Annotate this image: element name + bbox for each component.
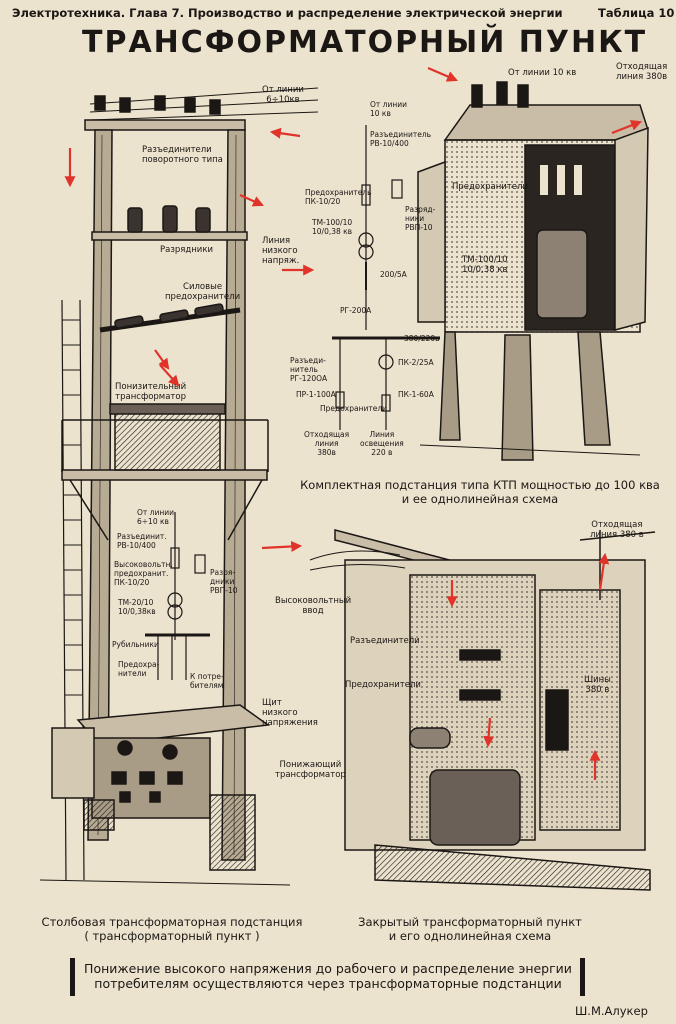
caption-closed-station: Закрытый трансформаторный пункт и его од…: [358, 915, 582, 943]
scheme2-fuses: Предохранители: [320, 404, 388, 413]
scheme1-hv-fuse: Высоковольтн. предохранит. ПК-10/20: [114, 560, 173, 587]
caption-pole-station: Столбовая трансформаторная подстанция ( …: [41, 915, 303, 943]
label-hv-input: Высоковольтный ввод: [275, 596, 352, 616]
poster-title: ТРАНСФОРМАТОРНЫЙ ПУНКТ: [82, 25, 648, 60]
label-busbars: Шины 380 в: [584, 675, 611, 695]
pole-station-scheme: [145, 512, 210, 680]
label-power-fuses: Силовые предохранители: [165, 282, 241, 302]
scheme2-hv-fuse: Предохранитель ПК-10/20: [305, 188, 372, 206]
label-ktp-outgoing: Отходящая линия 380в: [616, 62, 668, 82]
scheme2-pr1: ПР-1-100А: [296, 390, 336, 399]
label-closed-disconnectors: Разъединители: [350, 636, 420, 646]
scheme2-ct: 200/5А: [380, 270, 407, 279]
label-disconnector: Разъединители поворотного типа: [142, 145, 223, 165]
header-table-number: Таблица 10: [598, 6, 675, 20]
label-closed-transformer: Понижающий трансформатор: [275, 760, 346, 780]
label-line-in-pole: От линии 6÷10кв: [262, 85, 304, 105]
label-arresters: Разрядники: [160, 245, 213, 255]
label-closed-outgoing: Отходящая линия 380 в: [590, 520, 644, 540]
scheme1-to-consumers: К потре- бителям: [190, 672, 224, 690]
ktp-scheme: [332, 125, 440, 430]
label-step-down-transformer: Понизительный трансформатор: [115, 382, 187, 402]
scheme2-transformer: ТМ-100/10 10/0,38 кв: [312, 218, 353, 236]
label-ktp-line-in: От линии 10 кв: [508, 68, 577, 78]
caption-ktp: Комплектная подстанция типа КТП мощность…: [300, 478, 660, 506]
ktp-drawing: [417, 81, 649, 461]
scheme1-disconnector: Разъединит. РВ-10/400: [117, 532, 167, 550]
scheme2-arrester: Разряд- ники РВП-10: [405, 205, 436, 232]
author-signature: Ш.М.Алукер: [575, 1004, 648, 1018]
scheme1-line-in: От линии 6÷10 кв: [137, 508, 174, 526]
closed-station-drawing: [309, 529, 656, 891]
scheme2-disconnector2: Разъеди- нитель РГ-120ОА: [290, 356, 328, 383]
scheme1-arrester: Разря- дники РВП-10: [210, 568, 238, 595]
bottom-summary: Понижение высокого напряжения до рабочег…: [84, 961, 572, 991]
pole-station-drawing: [39, 87, 319, 886]
scheme2-bus: 380/220в: [404, 334, 440, 343]
scheme1-switches: Рубильники: [112, 640, 159, 649]
scheme2-line-in: От линии 10 кв: [370, 100, 407, 118]
header-chapter: Электротехника. Глава 7. Производство и …: [12, 6, 563, 20]
scheme1-transformer: ТМ-20/10 10/0,38кв: [118, 598, 156, 616]
current-flow-arrows: [64, 66, 643, 780]
scheme2-out-line: Отходящая линия 380в: [304, 430, 350, 457]
scheme2-pk: ПК-2/25А: [398, 358, 434, 367]
label-closed-fuses: Предохранители: [345, 680, 421, 690]
label-ktp-transformer: ТМ-100/10 10/0,38 кв: [462, 255, 508, 275]
label-lv-panel: Щит низкого напряжения: [262, 698, 318, 728]
label-lv-line: Линия низкого напряж.: [262, 236, 300, 266]
scheme2-light-line: Линия освещения 220 в: [360, 430, 404, 457]
scheme2-pk1: ПК-1-60А: [398, 390, 434, 399]
scheme2-disconnector: Разъединитель РВ-10/400: [370, 130, 432, 148]
scheme2-switch: РГ-200А: [340, 306, 372, 315]
scheme1-fuses: Предохра- нители: [118, 660, 160, 678]
label-ktp-fuses: Предохранители: [452, 182, 528, 192]
